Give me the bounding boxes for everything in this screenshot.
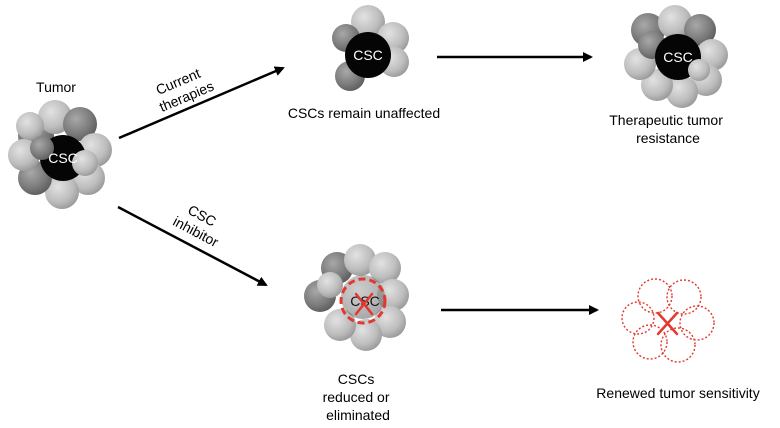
surviving-csc-cluster: CSC [332,5,409,91]
eliminated-csc-outline [339,277,387,325]
tumor-label: Tumor [36,79,76,95]
csc-inhibitor-label: CSC inhibitor [170,198,229,250]
elimination-x-icon [354,292,374,316]
cscs-unaffected-label: CSCs remain unaffected [288,105,440,121]
inhibited-tumor-cluster: CSC [304,244,409,351]
svg-text:CSC: CSC [663,49,693,65]
arrow-current-therapies [118,66,285,140]
elimination-x-icon [656,311,679,336]
svg-text:CSC: CSC [353,47,383,63]
tumor-cluster: CSC [8,100,112,209]
csc-label: CSC [48,150,78,166]
csc-core [345,32,391,78]
therapeutic-resistance-label: Therapeutic tumor resistance [609,112,727,146]
resistant-tumor-cluster: CSC [624,5,728,108]
current-therapies-label: Current therapies [150,62,216,115]
eliminated-tumor-outline [621,278,715,363]
arrow-csc-inhibitor [117,205,268,287]
cscs-reduced-label: CSCs reduced or eliminated [323,371,394,423]
renewed-sensitivity-label: Renewed tumor sensitivity [596,385,759,401]
